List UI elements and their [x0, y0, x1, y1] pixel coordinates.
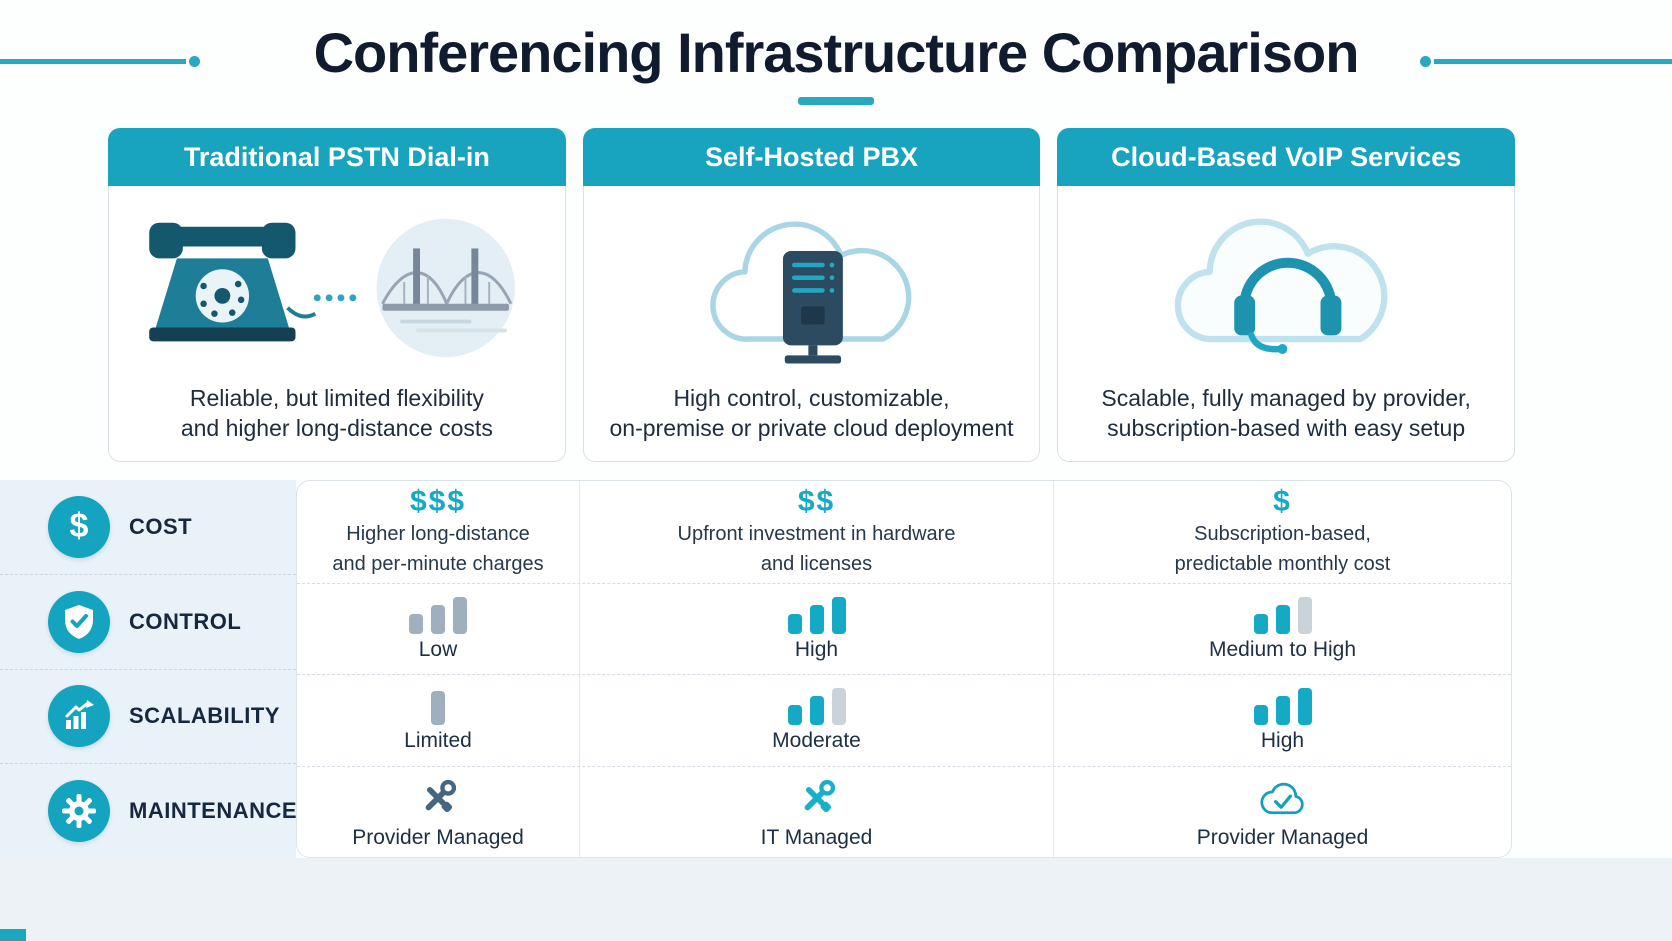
table-row-scalability: Limited Moderate High [297, 674, 1511, 766]
card-traditional-pstn: Traditional PSTN Dial-in [108, 128, 566, 462]
table-row-control: Low High Medium to High [297, 583, 1511, 675]
card-description-line2: subscription-based with easy setup [1107, 414, 1466, 441]
comparison-table: $$$ Higher long-distance and per-minute … [296, 480, 1512, 858]
title-underline [798, 97, 874, 105]
card-description: High control, customizable, on-premise o… [610, 384, 1014, 443]
cost-pstn-cell: $$$ Higher long-distance and per-minute … [297, 481, 579, 583]
level-bars [787, 687, 846, 726]
header-accent-dot-left [189, 56, 200, 67]
level-bars [431, 687, 445, 726]
level-bars [787, 596, 846, 635]
criteria-label: SCALABILITY [129, 703, 280, 729]
control-pbx-cell: High [579, 584, 1053, 675]
header-accent-dot-right [1420, 56, 1431, 67]
page-title: Conferencing Infrastructure Comparison [313, 21, 1360, 84]
cost-pbx-cell: $$ Upfront investment in hardware and li… [579, 481, 1053, 583]
bottom-band [0, 858, 1672, 941]
maintenance-voip-cell: Provider Managed [1053, 766, 1511, 857]
maintenance-label: Provider Managed [352, 825, 524, 849]
growth-chart-icon [48, 685, 110, 748]
rotary-phone-and-bridge-illustration [109, 186, 565, 384]
cloud-with-server-illustration [584, 186, 1040, 384]
shield-check-icon [48, 590, 110, 653]
crossed-tools-icon [414, 774, 462, 822]
card-self-hosted-pbx: Self-Hosted PBX [582, 128, 1041, 462]
criteria-row-control: CONTROL [0, 573, 296, 669]
level-label: High [794, 638, 839, 662]
maintenance-label: Provider Managed [1196, 825, 1369, 849]
card-title: Traditional PSTN Dial-in [108, 128, 566, 186]
level-bars [409, 596, 467, 635]
control-voip-cell: Medium to High [1053, 584, 1511, 675]
card-cloud-voip: Cloud-Based VoIP Services Scalable, full… [1057, 128, 1516, 462]
card-description: Reliable, but limited flexibility and hi… [181, 384, 493, 443]
table-row-maintenance: Provider Managed IT Manage [297, 765, 1511, 857]
cost-text-line1: Upfront investment in hardware [677, 523, 956, 545]
cost-symbol: $$$ [409, 485, 467, 518]
header-accent-line-left [0, 59, 186, 64]
level-bars [1253, 596, 1312, 635]
level-label: Medium to High [1208, 638, 1357, 662]
criteria-label-column: $ COST CONTROL SCALAB [0, 480, 298, 858]
cost-symbol: $$ [797, 485, 836, 518]
cloud-check-icon [1259, 774, 1307, 822]
level-label: Moderate [772, 729, 861, 753]
bottom-left-accent [0, 929, 26, 941]
card-title: Self-Hosted PBX [582, 128, 1041, 186]
criteria-row-maintenance: MAINTENANCE [0, 763, 298, 858]
cost-text-line2: predictable monthly cost [1174, 553, 1391, 575]
criteria-label: MAINTENANCE [129, 798, 298, 824]
table-row-cost: $$$ Higher long-distance and per-minute … [297, 481, 1511, 583]
cost-text-line2: and licenses [760, 553, 873, 575]
cloud-with-headset-illustration [1058, 186, 1514, 384]
card-description-line1: Reliable, but limited flexibility [189, 385, 484, 412]
criteria-row-scalability: SCALABILITY [0, 668, 296, 764]
maintenance-pstn-cell: Provider Managed [297, 767, 579, 857]
control-pstn-cell: Low [297, 584, 579, 674]
level-label: Limited [404, 729, 472, 753]
cost-symbol: $ [1273, 485, 1292, 518]
level-label: Low [418, 638, 458, 662]
cost-voip-cell: $ Subscription-based, predictable monthl… [1053, 481, 1511, 583]
card-description-line2: and higher long-distance costs [180, 414, 493, 441]
cost-text-line1: Higher long-distance [346, 523, 530, 545]
dollar-icon: $ [48, 495, 110, 558]
scalability-pbx-cell: Moderate [579, 675, 1053, 766]
criteria-row-cost: $ COST [0, 480, 296, 574]
card-title: Cloud-Based VoIP Services [1057, 128, 1516, 186]
header-accent-line-right [1434, 59, 1672, 64]
card-description-line2: on-premise or private cloud deployment [609, 414, 1014, 441]
scalability-pstn-cell: Limited [297, 675, 579, 765]
card-description: Scalable, fully managed by provider, sub… [1101, 384, 1471, 443]
card-description-line1: High control, customizable, [673, 385, 950, 412]
criteria-label: CONTROL [129, 608, 242, 634]
level-label: High [1260, 729, 1305, 753]
maintenance-label: IT Managed [760, 825, 873, 849]
card-description-line1: Scalable, fully managed by provider, [1101, 385, 1471, 412]
option-cards: Traditional PSTN Dial-in [108, 128, 1516, 462]
scalability-voip-cell: High [1053, 675, 1511, 766]
level-bars [1253, 687, 1312, 726]
maintenance-pbx-cell: IT Managed [579, 766, 1053, 857]
criteria-label: COST [129, 513, 193, 539]
crossed-tools-icon [793, 774, 841, 822]
cost-text-line1: Subscription-based, [1194, 523, 1371, 545]
cost-text-line2: and per-minute charges [332, 553, 544, 575]
gear-icon [48, 780, 110, 843]
